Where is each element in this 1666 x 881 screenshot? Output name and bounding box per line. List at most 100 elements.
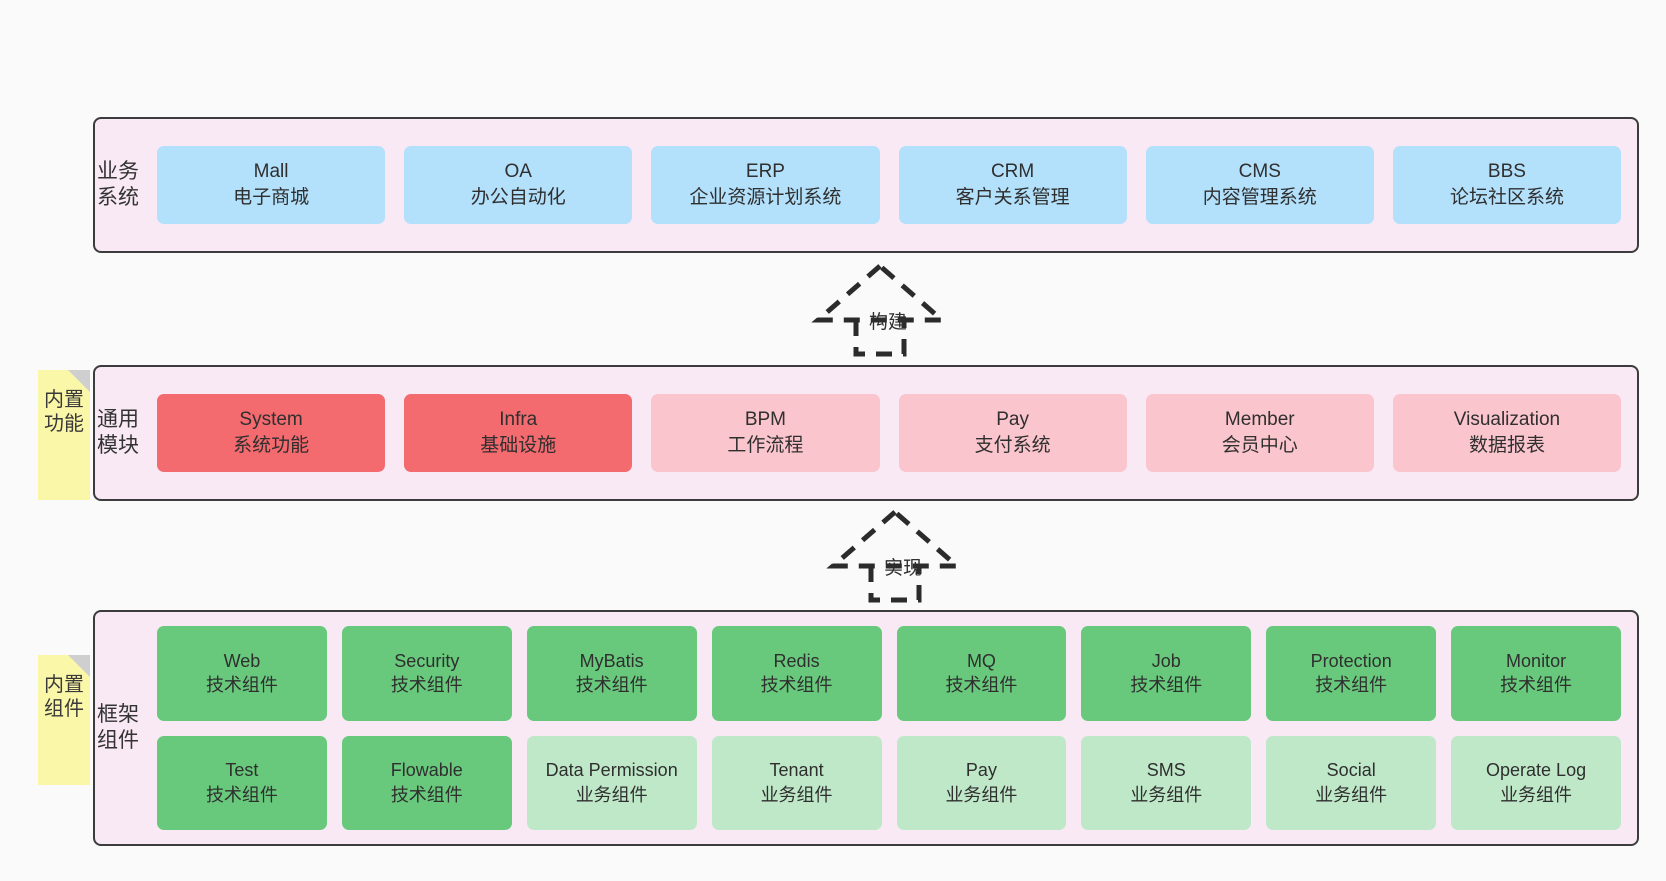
card-test[interactable]: Test 技术组件 bbox=[157, 735, 327, 830]
card-job-desc: 技术组件 bbox=[1130, 675, 1203, 696]
card-data-permission[interactable]: Data Permission 业务组件 bbox=[526, 735, 697, 830]
card-data-permission-desc: 业务组件 bbox=[575, 784, 648, 805]
layer-business-systems-cards: Mall 电子商城 OA 办公自动化 ERP 企业资源计划系统 CRM 客户关系… bbox=[141, 119, 1637, 251]
card-crm-desc: 客户关系管理 bbox=[955, 187, 1070, 208]
card-social-desc: 业务组件 bbox=[1315, 784, 1388, 805]
card-erp[interactable]: ERP 企业资源计划系统 bbox=[651, 146, 880, 224]
card-oa-name: OA bbox=[504, 161, 532, 183]
card-cms-desc: 内容管理系统 bbox=[1202, 187, 1317, 208]
card-job[interactable]: Job 技术组件 bbox=[1081, 626, 1252, 721]
arrow-implement-label: 实现 bbox=[884, 558, 923, 579]
card-bbs[interactable]: BBS 论坛社区系统 bbox=[1392, 146, 1622, 224]
layer-common-modules-title: 通用模块 bbox=[97, 408, 139, 457]
card-infra-desc: 基础设施 bbox=[480, 435, 557, 456]
card-bpm[interactable]: BPM 工作流程 bbox=[651, 394, 880, 472]
arrow-implement bbox=[815, 508, 975, 604]
card-test-name: Test bbox=[225, 760, 259, 781]
card-cms[interactable]: CMS 内容管理系统 bbox=[1145, 146, 1374, 224]
card-system[interactable]: System 系统功能 bbox=[157, 394, 386, 472]
card-pay-module-name: Pay bbox=[996, 409, 1029, 431]
note-builtin-function-text: 内置功能 bbox=[44, 389, 84, 435]
card-crm[interactable]: CRM 客户关系管理 bbox=[898, 146, 1127, 224]
card-mq-desc: 技术组件 bbox=[945, 675, 1018, 696]
card-tenant[interactable]: Tenant 业务组件 bbox=[711, 735, 882, 830]
note-fold-corner-icon bbox=[68, 370, 90, 392]
card-member[interactable]: Member 会员中心 bbox=[1145, 394, 1374, 472]
card-cms-name: CMS bbox=[1238, 161, 1281, 183]
card-social-name: Social bbox=[1326, 760, 1376, 781]
card-visualization-name: Visualization bbox=[1453, 409, 1561, 431]
note-fold-corner-icon bbox=[68, 655, 90, 677]
card-mybatis-desc: 技术组件 bbox=[575, 675, 648, 696]
card-mall[interactable]: Mall 电子商城 bbox=[157, 146, 386, 224]
card-mq-name: MQ bbox=[966, 650, 996, 671]
card-redis-name: Redis bbox=[773, 650, 820, 671]
card-visualization-desc: 数据报表 bbox=[1468, 435, 1545, 456]
layer-framework-components-title: 框架组件 bbox=[97, 703, 139, 752]
layer-common-modules-cards: System 系统功能 Infra 基础设施 BPM 工作流程 Pay 支付系统… bbox=[141, 367, 1637, 499]
card-security[interactable]: Security 技术组件 bbox=[341, 626, 512, 721]
card-system-desc: 系统功能 bbox=[233, 435, 310, 456]
card-protection-name: Protection bbox=[1310, 650, 1392, 671]
framework-row-technical: Web 技术组件 Security 技术组件 MyBatis 技术组件 Redi… bbox=[157, 626, 1621, 721]
card-flowable-desc: 技术组件 bbox=[390, 784, 463, 805]
card-flowable-name: Flowable bbox=[390, 760, 463, 781]
card-web-desc: 技术组件 bbox=[205, 675, 278, 696]
card-erp-desc: 企业资源计划系统 bbox=[689, 187, 842, 208]
card-mybatis-name: MyBatis bbox=[579, 650, 644, 671]
card-monitor-name: Monitor bbox=[1506, 650, 1567, 671]
card-redis[interactable]: Redis 技术组件 bbox=[711, 626, 882, 721]
card-test-desc: 技术组件 bbox=[205, 784, 278, 805]
card-sms-name: SMS bbox=[1146, 760, 1186, 781]
layer-common-modules: 通用模块 System 系统功能 Infra 基础设施 BPM 工作流程 Pay… bbox=[93, 365, 1639, 501]
card-infra-name: Infra bbox=[499, 409, 538, 431]
note-builtin-function: 内置功能 bbox=[38, 370, 90, 500]
card-security-name: Security bbox=[394, 650, 460, 671]
card-web-name: Web bbox=[223, 650, 261, 671]
card-sms[interactable]: SMS 业务组件 bbox=[1081, 735, 1252, 830]
card-social[interactable]: Social 业务组件 bbox=[1266, 735, 1437, 830]
card-mall-desc: 电子商城 bbox=[233, 187, 310, 208]
card-system-name: System bbox=[239, 409, 303, 431]
card-flowable[interactable]: Flowable 技术组件 bbox=[341, 735, 512, 830]
card-visualization[interactable]: Visualization 数据报表 bbox=[1392, 394, 1622, 472]
card-mall-name: Mall bbox=[253, 161, 289, 183]
card-pay-component-name: Pay bbox=[965, 760, 997, 781]
card-member-name: Member bbox=[1224, 409, 1295, 431]
card-oa[interactable]: OA 办公自动化 bbox=[404, 146, 633, 224]
card-bpm-name: BPM bbox=[744, 409, 787, 431]
card-infra[interactable]: Infra 基础设施 bbox=[404, 394, 633, 472]
card-pay-component-desc: 业务组件 bbox=[945, 784, 1018, 805]
arrow-build-glyph bbox=[811, 262, 949, 357]
card-protection[interactable]: Protection 技术组件 bbox=[1266, 626, 1437, 721]
card-bbs-desc: 论坛社区系统 bbox=[1449, 187, 1564, 208]
card-monitor[interactable]: Monitor 技术组件 bbox=[1451, 626, 1621, 721]
layer-framework-components: 框架组件 Web 技术组件 Security 技术组件 MyBatis 技术组件… bbox=[93, 610, 1639, 846]
card-erp-name: ERP bbox=[745, 161, 785, 183]
card-sms-desc: 业务组件 bbox=[1130, 784, 1203, 805]
card-pay-module-desc: 支付系统 bbox=[974, 435, 1051, 456]
card-pay-module[interactable]: Pay 支付系统 bbox=[898, 394, 1127, 472]
card-security-desc: 技术组件 bbox=[390, 675, 463, 696]
card-monitor-desc: 技术组件 bbox=[1500, 675, 1573, 696]
card-web[interactable]: Web 技术组件 bbox=[157, 626, 327, 721]
card-mq[interactable]: MQ 技术组件 bbox=[896, 626, 1067, 721]
card-protection-desc: 技术组件 bbox=[1315, 675, 1388, 696]
card-redis-desc: 技术组件 bbox=[760, 675, 833, 696]
arrow-implement-glyph bbox=[826, 508, 964, 603]
card-pay-component[interactable]: Pay 业务组件 bbox=[896, 735, 1067, 830]
framework-row-business: Test 技术组件 Flowable 技术组件 Data Permission … bbox=[157, 735, 1621, 830]
card-oa-desc: 办公自动化 bbox=[470, 187, 566, 208]
card-operate-log-desc: 业务组件 bbox=[1500, 784, 1573, 805]
card-bpm-desc: 工作流程 bbox=[727, 435, 804, 456]
arrow-build bbox=[800, 262, 960, 358]
note-builtin-component-text: 内置组件 bbox=[44, 674, 84, 720]
card-job-name: Job bbox=[1151, 650, 1181, 671]
layer-business-systems: 业务系统 Mall 电子商城 OA 办公自动化 ERP 企业资源计划系统 CRM… bbox=[93, 117, 1639, 253]
card-operate-log[interactable]: Operate Log 业务组件 bbox=[1451, 735, 1621, 830]
card-data-permission-name: Data Permission bbox=[545, 760, 678, 781]
card-bbs-name: BBS bbox=[1487, 161, 1526, 183]
card-operate-log-name: Operate Log bbox=[1486, 760, 1587, 781]
layer-framework-components-cards: Web 技术组件 Security 技术组件 MyBatis 技术组件 Redi… bbox=[141, 612, 1637, 844]
card-mybatis[interactable]: MyBatis 技术组件 bbox=[526, 626, 697, 721]
